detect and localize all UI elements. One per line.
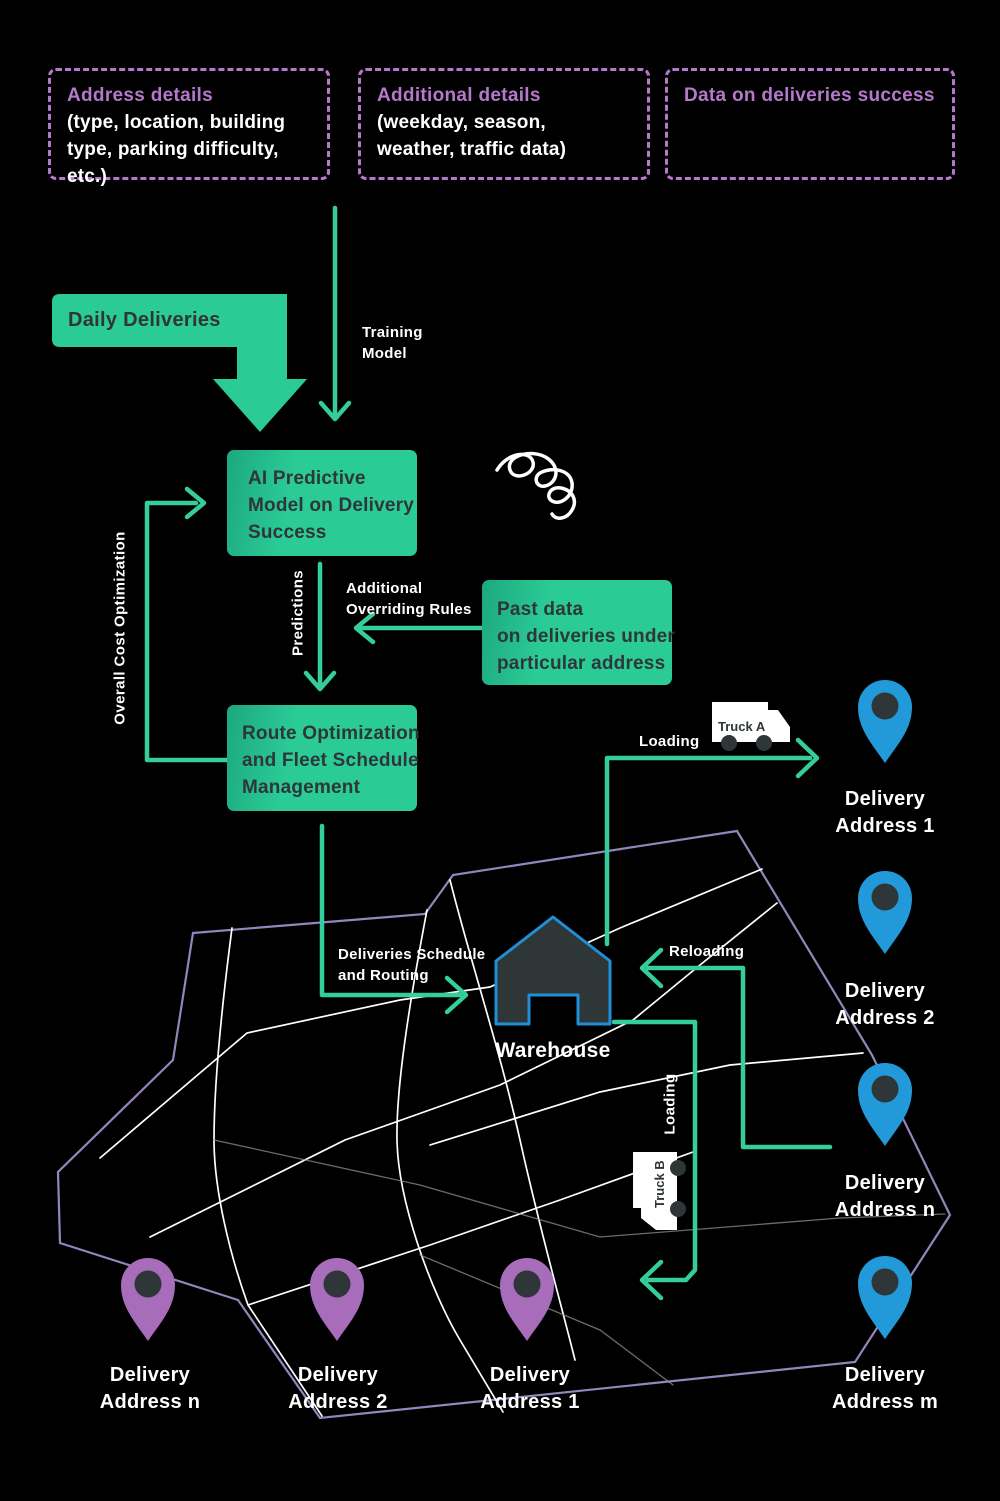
delivery-address-1-blue-label: Delivery Address 1	[775, 786, 995, 840]
reloading-arrow	[639, 947, 833, 1150]
box-line: Success	[248, 522, 327, 543]
past-data-box: Past data on deliveries under particular…	[482, 580, 676, 685]
truck-a-label: Truck A	[718, 719, 766, 734]
box-line: particular address	[497, 653, 666, 674]
loading-b-label: Loading	[661, 1073, 679, 1135]
pin-label-line: Address m	[831, 1391, 939, 1413]
map-pin-blue-n	[858, 1063, 912, 1146]
pin-label-line: Address 1	[480, 1391, 580, 1413]
input-box-deliveries-success: Data on deliveries success	[665, 68, 955, 180]
pin-label-line: Address 2	[835, 1007, 935, 1029]
reloading-label: Reloading	[669, 943, 745, 960]
delivery-address-n-blue-label: Delivery Address n	[775, 1170, 995, 1224]
pin-label-line: Delivery	[844, 1364, 926, 1386]
overriding-rules-line: Additional	[346, 580, 423, 597]
box-line: and Fleet Schedule	[242, 750, 419, 771]
input-box-line: (type, location, building	[67, 112, 286, 133]
input-box-line: weather, traffic data)	[377, 139, 567, 160]
map-pin-purple-1	[500, 1258, 554, 1341]
training-model-label: Training Model	[362, 322, 423, 364]
loading-a-label: Loading	[639, 733, 700, 750]
pin-label-line: Address n	[99, 1391, 201, 1413]
delivery-address-2-purple-label: Delivery Address 2	[228, 1362, 448, 1416]
overriding-rules-label: Additional Overriding Rules	[346, 578, 472, 620]
overriding-rules-line: Overriding Rules	[346, 601, 472, 618]
map-boundary	[56, 829, 952, 1420]
map-pin-purple-2	[310, 1258, 364, 1341]
box-line: on deliveries under	[497, 626, 676, 647]
pin-label-line: Delivery	[109, 1364, 191, 1386]
map-pin-blue-m	[858, 1256, 912, 1339]
daily-deliveries-label: Daily Deliveries	[68, 309, 221, 331]
truck-a-icon: Truck A	[712, 702, 790, 751]
box-line: Route Optimization	[242, 723, 420, 744]
schedule-routing-line: Deliveries Schedule	[338, 946, 486, 963]
loading-b-arrow	[611, 1019, 698, 1301]
input-box-additional-details: Additional details (weekday, season, wea…	[358, 68, 650, 180]
ai-predictive-model-box: AI Predictive Model on Delivery Success	[227, 450, 417, 556]
pin-label-line: Delivery	[489, 1364, 571, 1386]
input-box-address-details: Address details (type, location, buildin…	[48, 68, 330, 187]
truck-b-icon: Truck B	[633, 1152, 686, 1230]
pin-label-line: Delivery	[297, 1364, 379, 1386]
delivery-address-1-purple-label: Delivery Address 1	[420, 1362, 640, 1416]
map-pin-purple-n	[121, 1258, 175, 1341]
delivery-address-m-blue-label: Delivery Address m	[775, 1362, 995, 1416]
pin-label-line: Delivery	[844, 980, 926, 1002]
warehouse-label: Warehouse	[495, 1039, 611, 1062]
box-line: Past data	[497, 599, 584, 620]
training-model-line: Training	[362, 324, 423, 341]
overriding-rules-arrow	[353, 611, 484, 645]
input-box-title: Address details	[67, 85, 213, 106]
map-pin-blue-2	[858, 871, 912, 954]
pin-label-line: Address 2	[288, 1391, 388, 1413]
box-line: Model on Delivery	[248, 495, 414, 516]
schedule-routing-line: and Routing	[338, 967, 429, 984]
predictions-arrow	[303, 561, 337, 692]
overall-cost-loop-arrow	[144, 486, 230, 763]
schedule-routing-arrow	[319, 823, 469, 1015]
route-optimization-box: Route Optimization and Fleet Schedule Ma…	[227, 705, 420, 811]
daily-deliveries-arrow	[52, 294, 307, 432]
map-pin-blue-1	[858, 680, 912, 763]
pin-label-line: Address 1	[835, 815, 935, 837]
pin-label-line: Delivery	[844, 1172, 926, 1194]
schedule-routing-label: Deliveries Schedule and Routing	[338, 944, 485, 986]
input-box-title: Additional details	[377, 85, 541, 106]
box-line: AI Predictive	[248, 468, 366, 489]
pin-label-line: Address n	[834, 1199, 936, 1221]
delivery-address-2-blue-label: Delivery Address 2	[775, 978, 995, 1032]
truck-b-label: Truck B	[652, 1160, 667, 1208]
delivery-address-n-purple-label: Delivery Address n	[40, 1362, 260, 1416]
loading-a-arrow	[604, 737, 820, 947]
input-box-title: Data on deliveries success	[684, 85, 935, 106]
input-box-line: (weekday, season,	[377, 112, 546, 133]
warehouse-icon	[494, 915, 612, 1026]
training-model-arrow	[318, 205, 352, 422]
box-line: Management	[242, 777, 361, 798]
overall-cost-optimization-label: Overall Cost Optimization	[111, 531, 129, 725]
pin-label-line: Delivery	[844, 788, 926, 810]
flow-arrows	[144, 205, 833, 1301]
city-map	[56, 829, 952, 1420]
scribble-doodle	[495, 451, 577, 520]
predictions-label: Predictions	[289, 569, 307, 657]
input-box-line: type, parking difficulty, etc.)	[67, 139, 279, 187]
training-model-line: Model	[362, 345, 407, 362]
